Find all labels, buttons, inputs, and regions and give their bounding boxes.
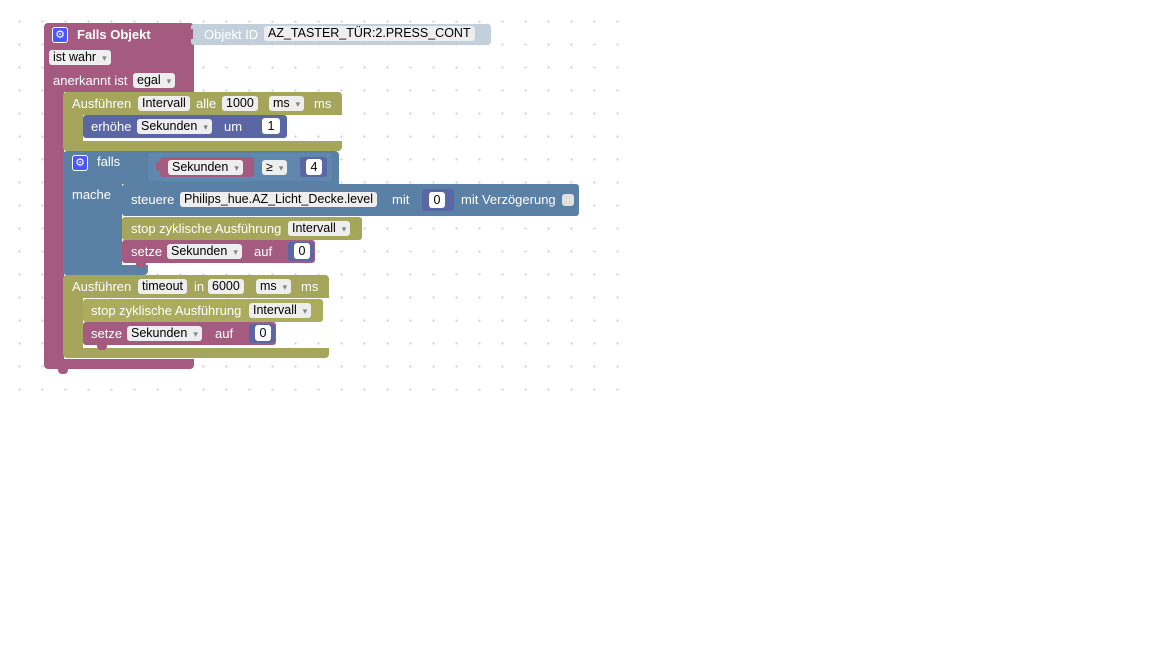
timeout-set-to-label: auf bbox=[215, 326, 234, 341]
timeout-run-label: Ausführen bbox=[72, 279, 132, 294]
interval-name-field[interactable]: Intervall bbox=[138, 96, 190, 111]
trigger-left-bar bbox=[44, 92, 64, 360]
control-with-field[interactable]: 0 bbox=[429, 192, 445, 208]
increment-by-field[interactable]: 1 bbox=[262, 118, 280, 134]
gear-icon[interactable]: ⚙ bbox=[72, 155, 88, 171]
timeout-set-value-field[interactable]: 0 bbox=[255, 325, 271, 341]
delay-label: mit Verzögerung bbox=[461, 192, 556, 207]
interval-value-field[interactable]: 1000 bbox=[222, 96, 258, 111]
timeout-left-bar bbox=[63, 298, 83, 348]
control-label: steuere bbox=[131, 192, 175, 207]
increment-label: erhöhe bbox=[91, 119, 132, 134]
timeout-unit-suffix: ms bbox=[301, 279, 319, 294]
object-id-label: Objekt ID bbox=[204, 27, 259, 42]
object-id-field[interactable]: AZ_TASTER_TÜR:2.PRESS_CONT bbox=[264, 26, 475, 41]
if-left-bar bbox=[63, 184, 122, 265]
condition-dropdown[interactable]: ist wahr bbox=[49, 50, 111, 65]
set-label: setze bbox=[131, 244, 163, 259]
control-target-field[interactable]: Philips_hue.AZ_Licht_Decke.level bbox=[180, 192, 377, 207]
interval-unit-dropdown[interactable]: ms bbox=[269, 96, 305, 111]
timeout-set-label: setze bbox=[91, 326, 123, 341]
timeout-name-field[interactable]: timeout bbox=[138, 279, 187, 294]
set-to-label: auf bbox=[254, 244, 273, 259]
next-connector bbox=[97, 344, 107, 350]
set-var-dropdown[interactable]: Sekunden bbox=[167, 244, 242, 259]
trigger-next-connector bbox=[58, 368, 68, 374]
timeout-unit-dropdown[interactable]: ms bbox=[256, 279, 292, 294]
increment-by-label: um bbox=[224, 119, 243, 134]
timeout-value-field[interactable]: 6000 bbox=[208, 279, 244, 294]
control-with-label: mit bbox=[392, 192, 410, 207]
stop-label: stop zyklische Ausführung bbox=[131, 221, 282, 236]
interval-run-label: Ausführen bbox=[72, 96, 132, 111]
delay-checkbox[interactable] bbox=[562, 194, 574, 206]
timeout-set-var-dropdown[interactable]: Sekunden bbox=[127, 326, 202, 341]
compare-value-field[interactable]: 4 bbox=[306, 159, 322, 175]
stop-target-dropdown[interactable]: Intervall bbox=[288, 221, 351, 236]
interval-left-bar bbox=[63, 115, 83, 141]
interval-every-label: alle bbox=[196, 96, 217, 111]
interval-unit-suffix: ms bbox=[314, 96, 332, 111]
timeout-footer bbox=[63, 348, 329, 358]
if-footer bbox=[63, 265, 148, 275]
timeout-stop-label: stop zyklische Ausführung bbox=[91, 303, 242, 318]
operator-dropdown[interactable]: ≥ bbox=[262, 160, 288, 175]
ack-label: anerkannt ist bbox=[53, 73, 128, 88]
next-connector bbox=[136, 262, 146, 268]
ack-dropdown[interactable]: egal bbox=[133, 73, 176, 88]
input-connector bbox=[156, 161, 162, 171]
increment-var-dropdown[interactable]: Sekunden bbox=[137, 119, 212, 134]
timeout-in-label: in bbox=[194, 279, 205, 294]
if-label: falls bbox=[97, 154, 121, 169]
compare-var-dropdown[interactable]: Sekunden bbox=[168, 160, 243, 175]
gear-icon[interactable]: ⚙ bbox=[52, 27, 68, 43]
timeout-stop-target-dropdown[interactable]: Intervall bbox=[249, 303, 312, 318]
trigger-footer bbox=[44, 359, 194, 369]
input-connector bbox=[252, 121, 258, 131]
do-label: mache bbox=[72, 187, 112, 202]
trigger-title: Falls Objekt bbox=[77, 27, 151, 42]
interval-footer bbox=[63, 141, 342, 151]
input-connector bbox=[187, 29, 193, 39]
set-value-field[interactable]: 0 bbox=[294, 243, 310, 259]
